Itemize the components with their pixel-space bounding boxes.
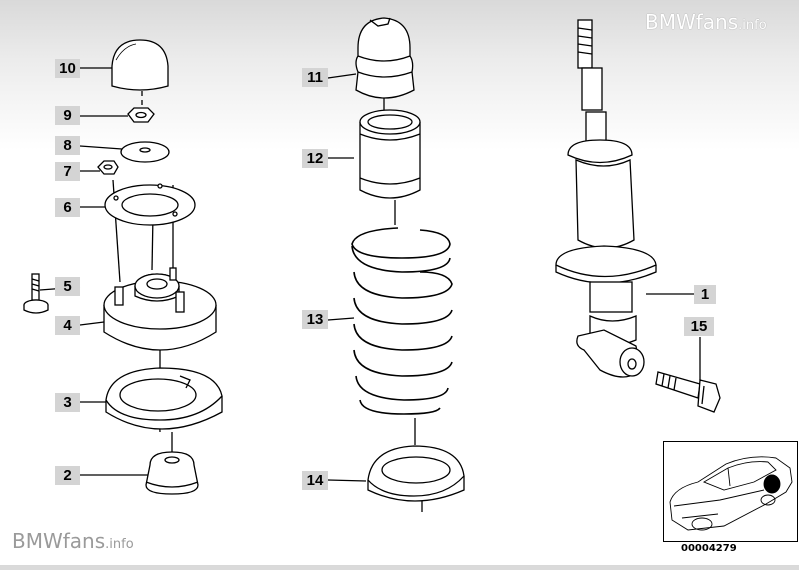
brand-watermark-top: BMWfans.info — [645, 10, 767, 34]
part-15-bolt — [655, 371, 721, 413]
part-3-spring-pad — [105, 367, 223, 430]
callout-5: 5 — [55, 277, 80, 296]
callout-9: 9 — [55, 106, 80, 125]
callout-6: 6 — [55, 198, 80, 217]
part-12-protective-tube — [359, 109, 421, 199]
part-5-bolt — [23, 273, 49, 314]
part-9-nut — [127, 107, 155, 123]
car-locator-inset — [663, 441, 798, 542]
diagram-code: 00004279 — [681, 543, 737, 554]
callout-11: 11 — [302, 68, 328, 87]
callout-14: 14 — [302, 471, 328, 490]
callout-10: 10 — [55, 59, 80, 78]
part-7-nut — [97, 160, 119, 175]
brand-name: BMWfans — [12, 529, 106, 553]
part-1-shock-absorber — [555, 19, 657, 378]
part-2-bump-stop — [145, 451, 199, 495]
part-14-spring-pad — [367, 445, 465, 502]
callout-12: 12 — [302, 149, 328, 168]
callout-7: 7 — [55, 162, 80, 181]
part-6-plate — [104, 183, 196, 226]
callout-8: 8 — [55, 136, 80, 155]
car-silhouette-icon — [669, 456, 793, 531]
callout-2: 2 — [55, 466, 80, 485]
callout-1: 1 — [694, 285, 716, 304]
callout-3: 3 — [55, 393, 80, 412]
brand-suffix: .info — [738, 18, 767, 33]
part-11-bump-rubber — [355, 17, 415, 99]
callout-13: 13 — [302, 310, 328, 329]
part-13-coil-spring — [351, 227, 453, 415]
callout-15: 15 — [684, 317, 714, 336]
part-10-cap — [111, 39, 169, 91]
part-4-strut-mount — [103, 267, 217, 351]
part-8-washer — [120, 141, 170, 163]
brand-watermark-bottom: BMWfans.info — [12, 529, 134, 553]
callout-4: 4 — [55, 316, 80, 335]
brand-suffix: .info — [105, 537, 134, 552]
brand-name: BMWfans — [645, 10, 739, 34]
